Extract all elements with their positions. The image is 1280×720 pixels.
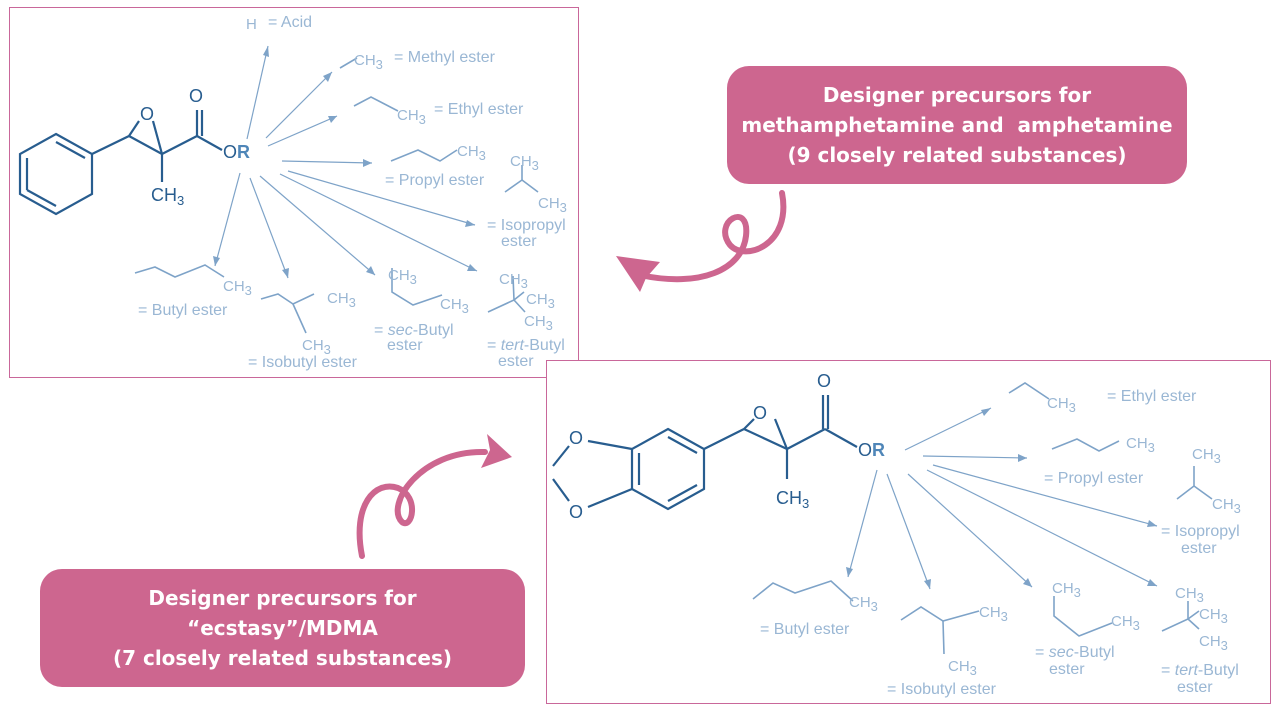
sec-butyl-label-1: = sec-Butyl (374, 322, 454, 339)
tert-butyl-label-2-b: ester (1177, 679, 1213, 696)
acid-label: = Acid (268, 14, 312, 31)
isopropyl-ch3-right-b: CH3 (1212, 496, 1241, 516)
methamphetamine-precursor-panel: O O CH3 OR (9, 7, 579, 378)
callout-a-line-3: (9 closely related substances) (787, 143, 1127, 167)
arrowheads-b (846, 408, 1157, 589)
methyl-ester-ch3: CH3 (354, 52, 383, 72)
methyl-ester-label: = Methyl ester (394, 49, 496, 66)
carbonyl-oxygen: O (189, 86, 203, 106)
tert-butyl-ch3-mid: CH3 (526, 291, 555, 311)
methyl-group: CH3 (151, 185, 184, 208)
isopropyl-ester-label-1: = Isopropyl (487, 217, 566, 234)
substituent-arrows (214, 45, 478, 279)
sec-butyl-ch3-top-b: CH3 (1052, 580, 1081, 600)
tert-butyl-label-1-b: = tert-Butyl (1161, 662, 1239, 679)
ethyl-ester-ch3-b: CH3 (1047, 395, 1076, 415)
callout-b-line-1: Designer precursors for (148, 586, 417, 610)
sec-butyl-label-2-b: ester (1049, 661, 1085, 678)
benzene-ring (18, 132, 94, 216)
ester-or-group-b: OR (858, 440, 885, 460)
epoxide-oxygen-b: O (753, 403, 767, 423)
tert-butyl-ch3-mid-b: CH3 (1199, 606, 1228, 626)
isopropyl-ch3-right: CH3 (538, 195, 567, 215)
glycidic-ester-skeleton (91, 110, 223, 182)
isobutyl-ch3-bottom-b: CH3 (948, 658, 977, 678)
epoxide-oxygen: O (140, 104, 154, 124)
sec-butyl-ch3-right-b: CH3 (1111, 613, 1140, 633)
ethyl-ester-label-b: = Ethyl ester (1107, 388, 1197, 405)
methamphetamine-precursors-callout: Designer precursors for methamphetamine … (727, 66, 1187, 184)
propyl-ester-label-b: = Propyl ester (1044, 470, 1144, 487)
isobutyl-ch3-right-b: CH3 (979, 604, 1008, 624)
tert-butyl-ch3-top: CH3 (499, 271, 528, 291)
ethyl-ester-label: = Ethyl ester (434, 101, 524, 118)
isopropyl-ch3-top: CH3 (510, 153, 539, 173)
callout-b-line-2: “ecstasy”/MDMA (187, 616, 378, 640)
ester-or-group: OR (223, 142, 250, 162)
curly-arrow-to-panel-b (356, 448, 488, 559)
isobutyl-ch3-bottom: CH3 (302, 337, 331, 357)
isopropyl-label-2-b: ester (1181, 540, 1217, 557)
sec-butyl-ch3-right: CH3 (440, 296, 469, 316)
glycidic-ester-skeleton-b (703, 395, 858, 479)
propyl-ester-label: = Propyl ester (385, 172, 485, 189)
substituent-skeletons (134, 57, 539, 334)
propyl-ester-ch3: CH3 (457, 143, 486, 163)
callout-a-line-1: Designer precursors for (822, 83, 1092, 107)
curly-arrow-head-a (616, 256, 660, 292)
ethyl-ester-ch3: CH3 (397, 107, 426, 127)
butyl-ester-ch3: CH3 (223, 278, 252, 298)
tert-butyl-ch3-bottom-b: CH3 (1199, 633, 1228, 653)
isobutyl-ester-label: = Isobutyl ester (248, 354, 358, 371)
substituent-arrows-b (847, 407, 1158, 590)
butyl-ester-label: = Butyl ester (138, 302, 228, 319)
substituent-skeletons-b (752, 382, 1213, 655)
sec-butyl-label-1-b: = sec-Butyl (1035, 644, 1115, 661)
dioxole-oxygen-top: O (569, 428, 583, 448)
mdma-precursors-callout: Designer precursors for “ecstasy”/MDMA (… (40, 569, 525, 687)
isopropyl-label-1-b: = Isopropyl (1161, 523, 1240, 540)
callout-a-line-2: methamphetamine and amphetamine (741, 113, 1173, 137)
sec-butyl-ch3-top: CH3 (388, 267, 417, 287)
tert-butyl-label-2: ester (498, 353, 534, 370)
curly-arrow-to-panel-a (637, 190, 787, 283)
isobutyl-ch3-right: CH3 (327, 290, 356, 310)
tert-butyl-ch3-bottom: CH3 (524, 313, 553, 333)
acid-group-h: H (246, 16, 257, 33)
panel-a-diagram: O O CH3 OR (18, 14, 567, 371)
dioxole-oxygen-bottom: O (569, 502, 583, 522)
tert-butyl-label-1: = tert-Butyl (487, 337, 565, 354)
isopropyl-ester-label-2: ester (501, 233, 537, 250)
butyl-ester-label-b: = Butyl ester (760, 621, 850, 638)
curly-arrow-head-b (481, 434, 512, 468)
propyl-ester-ch3-b: CH3 (1126, 435, 1155, 455)
panel-b-diagram: O O O O CH3 OR (552, 371, 1241, 698)
methyl-group-b: CH3 (776, 488, 809, 511)
carbonyl-oxygen-b: O (817, 371, 831, 391)
sec-butyl-label-2: ester (387, 337, 423, 354)
callout-b-line-3: (7 closely related substances) (112, 646, 453, 670)
arrowheads (213, 46, 477, 278)
butyl-ester-ch3-b: CH3 (849, 594, 878, 614)
isopropyl-ch3-top-b: CH3 (1192, 446, 1221, 466)
isobutyl-ester-label-b: = Isobutyl ester (887, 681, 997, 698)
mdma-precursor-panel: O O O O CH3 OR (546, 360, 1271, 704)
tert-butyl-ch3-top-b: CH3 (1175, 585, 1204, 605)
